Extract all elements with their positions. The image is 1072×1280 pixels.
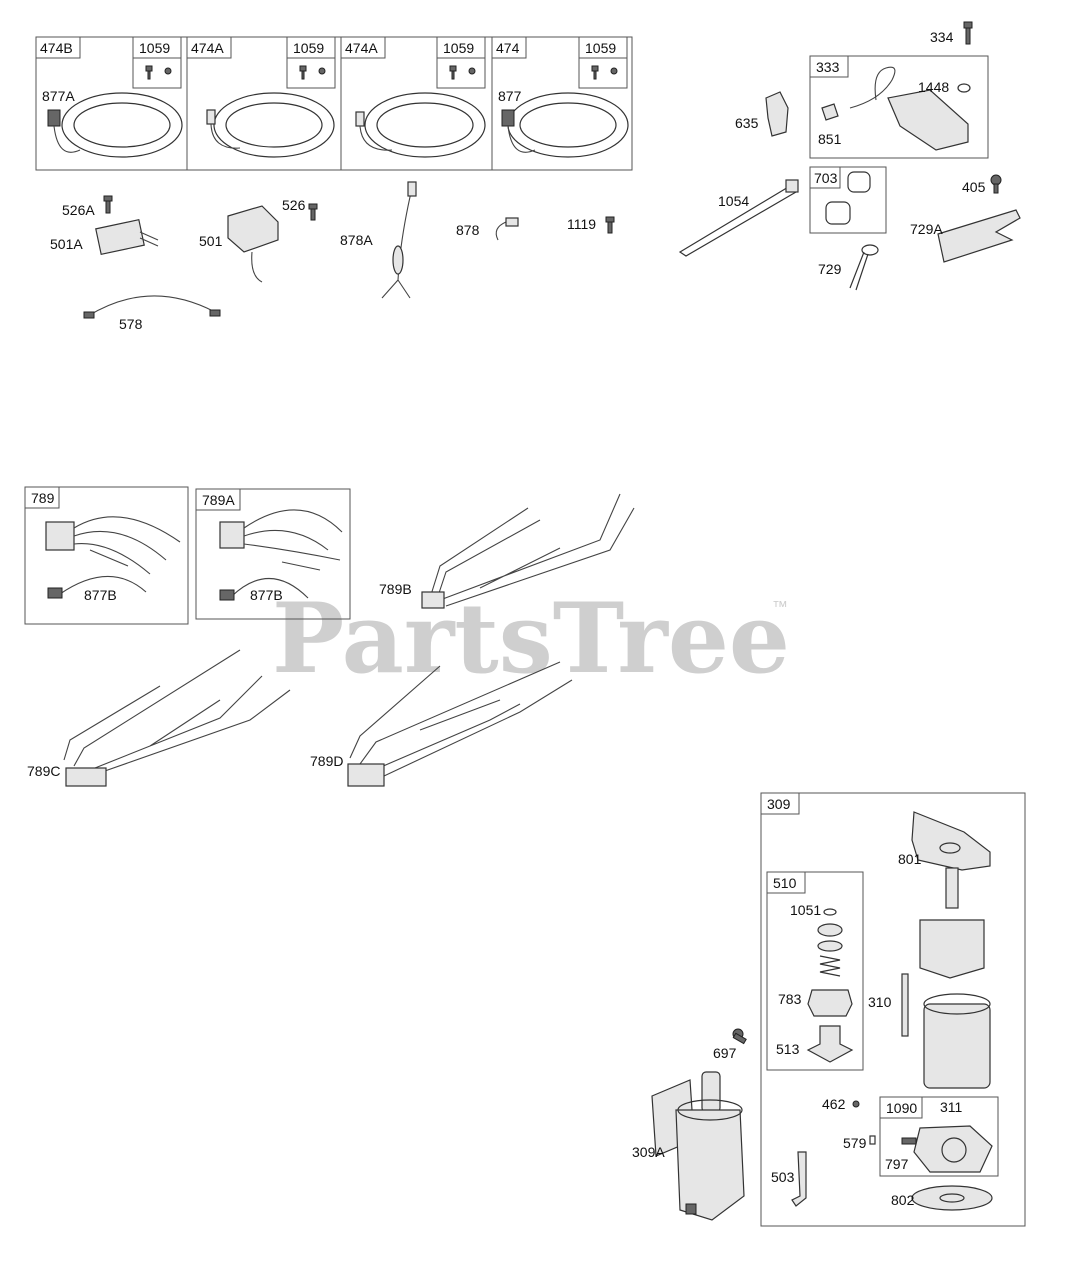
box-label-703: 703	[814, 170, 838, 186]
label-1119: 1119	[567, 216, 596, 232]
label-789B: 789B	[379, 581, 412, 597]
box-label-789: 789	[31, 490, 55, 506]
box-label-1090: 1090	[886, 1100, 917, 1116]
label-513: 513	[776, 1041, 800, 1057]
harness-789D: 789D	[310, 661, 573, 787]
label-526A: 526A	[62, 202, 95, 218]
label-878: 878	[456, 222, 480, 238]
label-309A: 309A	[632, 1144, 665, 1160]
label-501A: 501A	[50, 236, 83, 252]
label-797: 797	[885, 1156, 909, 1172]
box-label-474A-2: 474A	[345, 40, 378, 56]
harness-789A: 789A 877B	[195, 488, 351, 620]
box-label-309: 309	[767, 796, 791, 812]
box-label-474: 474	[496, 40, 520, 56]
label-801: 801	[898, 851, 922, 867]
label-334: 334	[930, 29, 954, 45]
regulator-parts: 526A 501A 501 526 578 878A 878 1119	[50, 181, 615, 332]
label-729A: 729A	[910, 221, 943, 237]
label-526: 526	[282, 197, 306, 213]
box-label-474B: 474B	[40, 40, 73, 56]
label-310: 310	[868, 994, 892, 1010]
label-729: 729	[818, 261, 842, 277]
label-503: 503	[771, 1169, 795, 1185]
label-789C: 789C	[27, 763, 60, 779]
label-783: 783	[778, 991, 802, 1007]
box-label-1059-1: 1059	[139, 40, 170, 56]
label-877B-2: 877B	[250, 587, 283, 603]
starter-assembly: 309 801 310 510 1051 783 513 462 1090 31…	[760, 792, 1026, 1227]
label-802: 802	[891, 1192, 915, 1208]
label-1448: 1448	[918, 79, 949, 95]
box-label-333: 333	[816, 59, 840, 75]
starter-motor-309A: 697 309A	[632, 1028, 747, 1221]
label-1054: 1054	[718, 193, 749, 209]
label-697: 697	[713, 1045, 737, 1061]
harness-789B: 789B	[379, 493, 635, 609]
stator-ring	[61, 92, 629, 158]
harness-789C: 789C	[27, 649, 291, 787]
harness-789: 789 877B	[24, 486, 189, 625]
label-789D: 789D	[310, 753, 343, 769]
box-label-510: 510	[773, 875, 797, 891]
label-311: 311	[940, 1099, 963, 1115]
box-label-1059-2: 1059	[293, 40, 324, 56]
label-462: 462	[822, 1096, 846, 1112]
ignition-parts: 334 333 1448 851 635 1054 703 729 405 72…	[678, 21, 1021, 291]
label-635: 635	[735, 115, 759, 131]
label-878A: 878A	[340, 232, 373, 248]
label-501: 501	[199, 233, 223, 249]
label-877A: 877A	[42, 88, 75, 104]
label-405: 405	[962, 179, 986, 195]
box-label-474A-1: 474A	[191, 40, 224, 56]
screw-nut-icon	[145, 65, 618, 80]
label-578: 578	[119, 316, 143, 332]
label-877: 877	[498, 88, 522, 104]
box-label-1059-4: 1059	[585, 40, 616, 56]
label-1051: 1051	[790, 902, 821, 918]
label-877B-1: 877B	[84, 587, 117, 603]
box-label-789A: 789A	[202, 492, 235, 508]
label-851: 851	[818, 131, 842, 147]
watermark-text: PartsTree	[272, 582, 790, 695]
watermark-trademark: ™	[772, 599, 788, 616]
label-579: 579	[843, 1135, 867, 1151]
stator-lead-wire	[47, 109, 536, 153]
stator-panel: 474B 474A 474A 474 1059 1059 1059 1059	[35, 36, 633, 171]
box-label-1059-3: 1059	[443, 40, 474, 56]
